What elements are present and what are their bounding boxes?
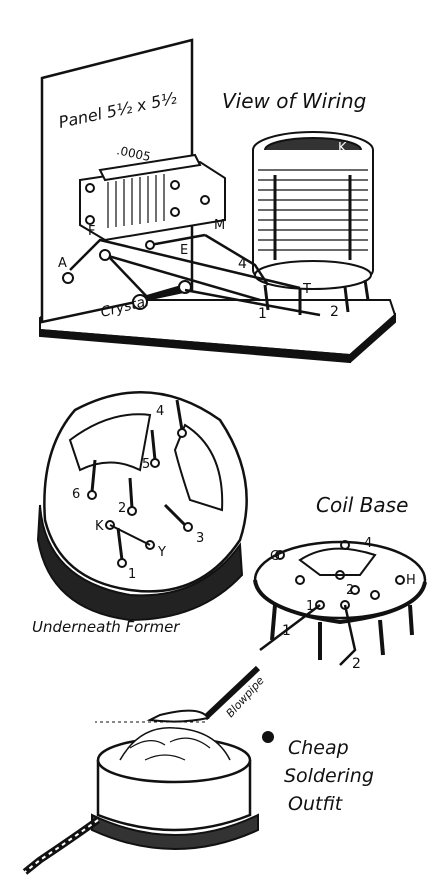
wiring-lines: [69, 233, 321, 317]
former-pin-y-label: Y: [157, 545, 166, 560]
former-pin-4-label: 4: [156, 404, 164, 419]
former-pin-3-label: 3: [196, 531, 204, 546]
coil-base-lead-1-label: 1: [282, 623, 291, 639]
former-pin-5-label: 5: [142, 457, 150, 472]
coil-base-pin-4-label: 4: [364, 536, 372, 551]
coil-base-pin-2-label: 2: [346, 583, 354, 598]
terminal-f-label: F: [88, 224, 95, 239]
former-pin-labels: 4 5 6 2 K Y 3 1: [72, 404, 204, 582]
coil-base-lead-labels: 1 2: [282, 623, 361, 672]
lamp-wick: [119, 727, 231, 761]
former-figure: [36, 390, 248, 622]
bullet-dot: [262, 731, 274, 743]
wire-1-label: 1: [258, 306, 267, 322]
former-pin-1-label: 1: [128, 567, 136, 582]
former-window-right: [173, 423, 224, 512]
former-pin-2-label: 2: [118, 501, 126, 516]
soldering-figure: [22, 665, 274, 875]
coil-base-legs: [270, 604, 414, 660]
spirit-lamp-base: [91, 813, 259, 850]
coil-base-lead-2: [339, 604, 357, 666]
coil-base-pin-1-label: 1: [306, 599, 314, 614]
terminal-t-label: T: [302, 282, 311, 297]
lamp-tube: [22, 817, 101, 875]
flame: [146, 709, 210, 723]
former-pin-6-label: 6: [72, 487, 80, 502]
former-pins: [90, 399, 187, 561]
soldering-caption-line-1: Cheap: [288, 737, 349, 759]
former-pin-sockets: [87, 428, 193, 568]
coil-base-figure: [253, 540, 427, 666]
coil-base-pin-g-label: G: [270, 549, 280, 564]
coil-base-title: Coil Base: [316, 493, 408, 517]
wiring-wire-numbers: 1 2 4: [238, 256, 339, 322]
terminal-e-label: E: [180, 243, 188, 258]
coil-base-pin-labels: G 4 2 1 H: [270, 536, 416, 614]
former-ring-shadow: [36, 504, 244, 622]
terminal-m-label: M: [214, 218, 225, 233]
wiring-view-figure: [39, 38, 397, 364]
wire-4-label: 4: [238, 256, 247, 272]
former-caption: Underneath Former: [32, 618, 180, 636]
wiring-title: View of Wiring: [222, 89, 366, 113]
variable-condenser: [79, 153, 226, 242]
coil-base-sockets: [275, 540, 405, 610]
tuning-coil: [252, 131, 374, 315]
coil-base-lead-2-label: 2: [352, 656, 361, 672]
blowpipe: [202, 665, 261, 721]
coil-base-pin-h-label: H: [406, 573, 416, 588]
soldering-caption-line-2: Soldering: [284, 765, 374, 787]
wiring-terminal-letters: A F E M K T: [58, 141, 347, 297]
condenser-value-label: .0005: [115, 143, 152, 164]
former-pin-k-label: K: [95, 519, 104, 534]
coil-base-lead-1: [259, 604, 321, 651]
soldering-caption-line-3: Outfit: [288, 793, 344, 815]
soldering-caption: Cheap Soldering Outfit: [284, 737, 374, 815]
terminal-k-label: K: [338, 141, 347, 156]
terminal-a-label: A: [58, 256, 67, 271]
wire-2-label: 2: [330, 304, 339, 320]
